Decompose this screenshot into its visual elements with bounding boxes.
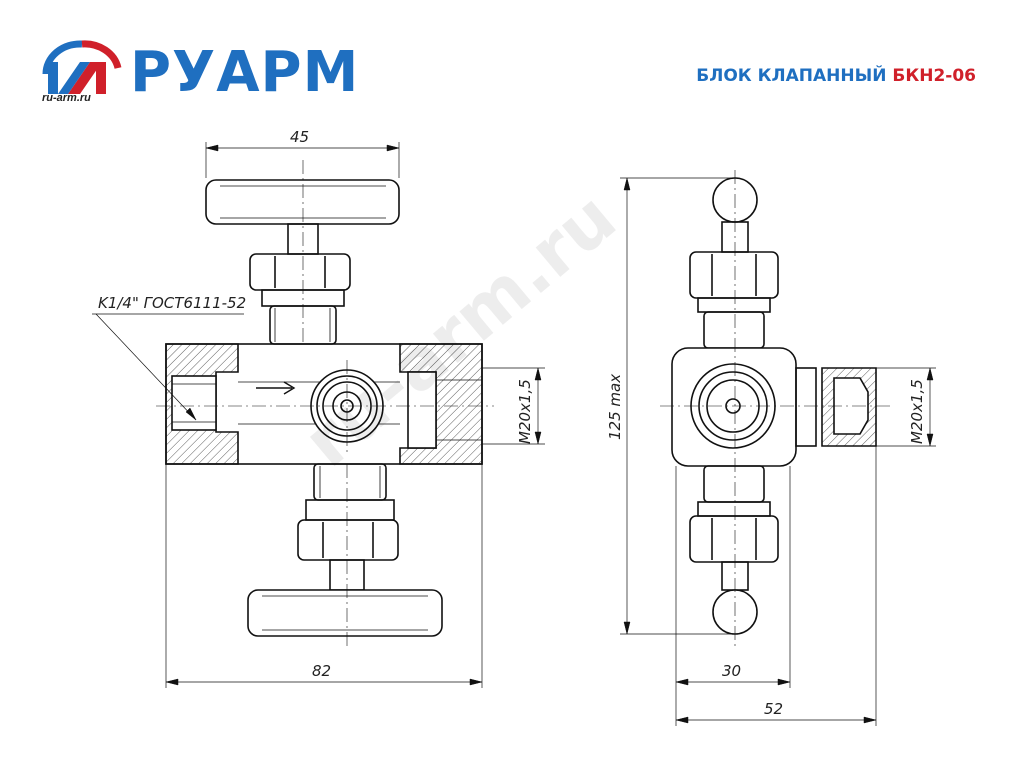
brand-name: РУАРМ bbox=[130, 40, 360, 105]
title-part-product: БЛОК КЛАПАННЫЙ bbox=[696, 66, 893, 86]
title-part-model: БКН2-06 bbox=[892, 66, 976, 86]
logo: РУАРМ ru-arm.ru bbox=[38, 38, 358, 108]
page-title: БЛОК КЛАПАННЫЙ БКН2-06 bbox=[696, 66, 976, 86]
dim-front-width-top: 45 bbox=[290, 128, 309, 146]
logo-mark-icon bbox=[42, 40, 122, 94]
brand-site: ru-arm.ru bbox=[42, 92, 91, 104]
dim-thread-side: M20x1,5 bbox=[908, 379, 926, 444]
dim-side-inner: 30 bbox=[722, 662, 741, 680]
side-view bbox=[620, 170, 936, 726]
dim-side-height: 125 max bbox=[606, 374, 624, 440]
dim-thread-front: M20x1,5 bbox=[516, 379, 534, 444]
front-view bbox=[92, 142, 545, 688]
dim-side-total: 52 bbox=[764, 700, 783, 718]
dim-front-width-total: 82 bbox=[312, 662, 331, 680]
dim-thread-label: K1/4" ГОСТ6111-52 bbox=[98, 294, 246, 312]
